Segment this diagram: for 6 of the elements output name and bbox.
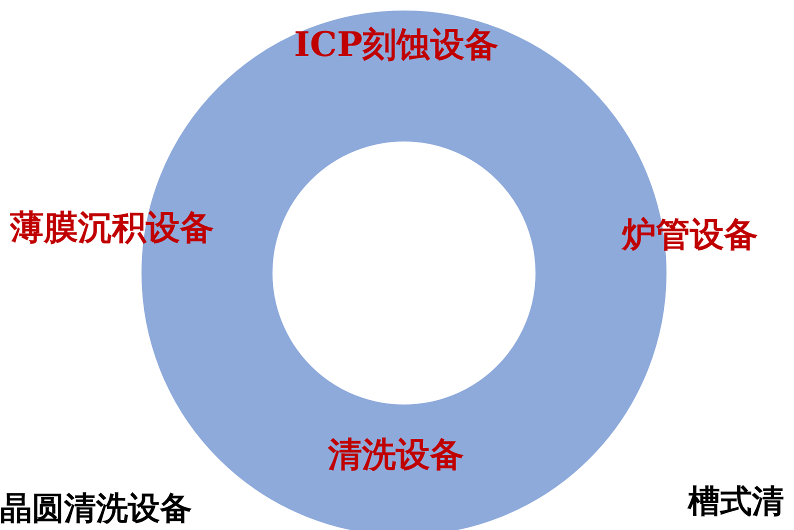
segment-label: 炉管设备 <box>622 215 758 255</box>
segment-label: ICP刻蚀设备 <box>294 25 499 65</box>
segment-label: 槽式清 <box>688 481 784 521</box>
segment-label: 清洗设备 <box>328 435 464 475</box>
segment-label: 薄膜沉积设备 <box>10 208 214 248</box>
segment-label: 晶圆清洗设备 <box>0 488 192 528</box>
